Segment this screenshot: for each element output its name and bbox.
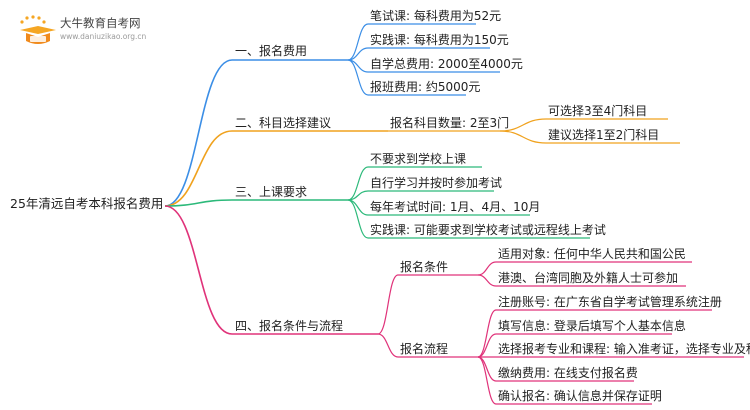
node-label: 报名条件 bbox=[400, 260, 449, 274]
connector-line bbox=[477, 261, 497, 276]
node-label: 注册账号: 在广东省自学考试管理系统注册 bbox=[498, 295, 722, 309]
node-label: 港澳、台湾同胞及外籍人士可参加 bbox=[498, 271, 679, 285]
connector-line bbox=[477, 333, 497, 358]
branch-label-fees: 一、报名费用 bbox=[235, 44, 308, 58]
node-label: 每年考试时间: 1月、4月、10月 bbox=[370, 200, 541, 214]
node-label: 报名流程 bbox=[400, 342, 449, 356]
connector-line bbox=[347, 199, 369, 239]
node-label: 实践课: 每科费用为150元 bbox=[370, 33, 509, 47]
branch-label-class: 三、上课要求 bbox=[235, 185, 308, 199]
node-label: 可选择3至4门科目 bbox=[548, 104, 648, 118]
branch-label-process: 四、报名条件与流程 bbox=[235, 319, 344, 333]
root-node-label: 25年清远自考本科报名费用 bbox=[10, 196, 164, 211]
connector-line bbox=[347, 59, 369, 96]
branch-label-subjects: 二、科目选择建议 bbox=[235, 116, 332, 130]
connector-line bbox=[164, 130, 233, 207]
node-label: 报班费用: 约5000元 bbox=[370, 80, 481, 94]
connector-line bbox=[377, 274, 399, 335]
node-label: 填写信息: 登录后填写个人基本信息 bbox=[498, 319, 686, 333]
connector-line bbox=[347, 47, 369, 61]
node-label: 笔试课: 每科费用为52元 bbox=[370, 9, 502, 23]
connector-line bbox=[477, 356, 497, 405]
connector-line bbox=[164, 199, 233, 207]
connector-line bbox=[164, 205, 233, 335]
connector-line bbox=[347, 199, 369, 216]
node-label: 适用对象: 任何中华人民共和国公民 bbox=[498, 247, 686, 261]
node-label: 自行学习并按时参加考试 bbox=[370, 176, 503, 190]
node-label: 确认报名: 确认信息并保存证明 bbox=[498, 389, 662, 403]
logo-icon bbox=[20, 15, 56, 44]
logo-url: www.daniuzikao.org.cn bbox=[60, 32, 147, 41]
connector-line bbox=[477, 274, 497, 287]
node-label: 缴纳费用: 在线支付报名费 bbox=[498, 366, 638, 380]
node-label: 自学总费用: 2000至4000元 bbox=[370, 57, 523, 71]
connector-line bbox=[347, 23, 369, 61]
connector-line bbox=[477, 309, 497, 358]
node-label: 选择报考专业和课程: 输入准考证，选择专业及科目 bbox=[498, 342, 750, 356]
node-label: 建议选择1至2门科目 bbox=[548, 128, 660, 142]
node-label: 报名科目数量: 2至3门 bbox=[390, 116, 510, 130]
logo-title: 大牛教育自考网 bbox=[60, 16, 141, 30]
connector-line bbox=[499, 130, 547, 144]
node-label: 不要求到学校上课 bbox=[370, 152, 467, 166]
connector-line bbox=[164, 59, 233, 207]
connector-line bbox=[347, 166, 369, 201]
connector-line bbox=[377, 333, 399, 358]
node-label: 实践课: 可能要求到学校考试或远程线上考试 bbox=[370, 223, 606, 237]
